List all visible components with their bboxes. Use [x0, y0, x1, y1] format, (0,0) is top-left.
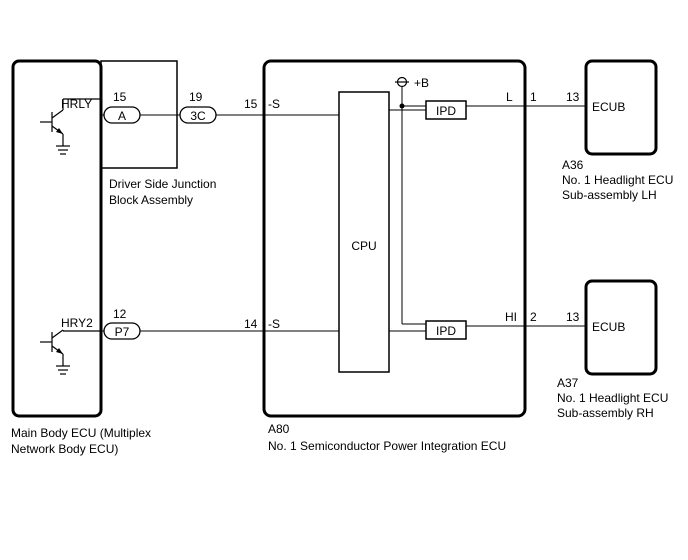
output-l-label: L — [506, 90, 513, 104]
transistor-symbol-hrly — [40, 98, 101, 155]
output-hi-label: HI — [505, 310, 517, 324]
junction-block-name-line1: Driver Side Junction — [109, 177, 216, 191]
connector-3c — [179, 106, 217, 124]
ecub-terminal-lh: ECUB — [592, 100, 625, 114]
headlight-rh-name-line1: No. 1 Headlight ECU — [557, 391, 668, 405]
supply-label: +B — [414, 76, 429, 90]
power-ecu-name: No. 1 Semiconductor Power Integration EC… — [268, 439, 506, 453]
signal-s-top: -S — [268, 97, 280, 111]
ipd-block-bottom — [425, 320, 467, 340]
connector-a — [103, 106, 141, 124]
headlight-lh-code: A36 — [562, 158, 584, 172]
pin-15-a80: 15 — [244, 97, 258, 111]
power-ecu-box — [262, 59, 527, 418]
headlight-rh-name-line2: Sub-assembly RH — [557, 406, 654, 420]
pin-1-a80: 1 — [530, 90, 537, 104]
connector-p7-label: P7 — [115, 325, 130, 339]
signal-s-bottom: -S — [268, 317, 280, 331]
emitter-arrow-hry2 — [56, 348, 63, 354]
main-body-ecu-name-line2: Network Body ECU) — [11, 442, 118, 456]
junction-block-name-line2: Block Assembly — [109, 193, 193, 207]
pin-13-lh: 13 — [566, 90, 580, 104]
pin-14-a80: 14 — [244, 317, 258, 331]
transistor-symbol-hry2 — [40, 329, 101, 375]
junction-dot — [399, 103, 405, 109]
signal-hry2: HRY2 — [61, 316, 93, 330]
cpu-label: CPU — [351, 239, 376, 253]
headlight-lh-box — [584, 59, 658, 156]
pin-19-junction: 19 — [189, 90, 203, 104]
connector-a-label: A — [118, 109, 126, 123]
pin-15-junction: 15 — [113, 90, 127, 104]
ecub-terminal-rh: ECUB — [592, 320, 625, 334]
ipd-label-top: IPD — [436, 104, 456, 118]
headlight-lh-name-line1: No. 1 Headlight ECU — [562, 173, 673, 187]
pin-2-a80: 2 — [530, 310, 537, 324]
ipd-block-top — [425, 100, 467, 120]
connector-p7 — [103, 322, 141, 340]
connector-3c-label: 3C — [190, 109, 206, 123]
internal-wires — [264, 86, 586, 332]
main-body-ecu-name-line1: Main Body ECU (Multiplex — [11, 426, 151, 440]
ipd-label-bottom: IPD — [436, 324, 456, 338]
headlight-rh-code: A37 — [557, 376, 579, 390]
headlight-lh-name-line2: Sub-assembly LH — [562, 188, 657, 202]
signal-hrly: HRLY — [61, 97, 92, 111]
cpu-block — [338, 91, 390, 373]
headlight-rh-box — [584, 279, 658, 376]
main-body-ecu-box — [11, 59, 103, 418]
power-ecu-code: A80 — [268, 422, 290, 436]
pin-12-p7: 12 — [113, 307, 127, 321]
pin-13-rh: 13 — [566, 310, 580, 324]
emitter-arrow-hrly — [56, 128, 63, 134]
